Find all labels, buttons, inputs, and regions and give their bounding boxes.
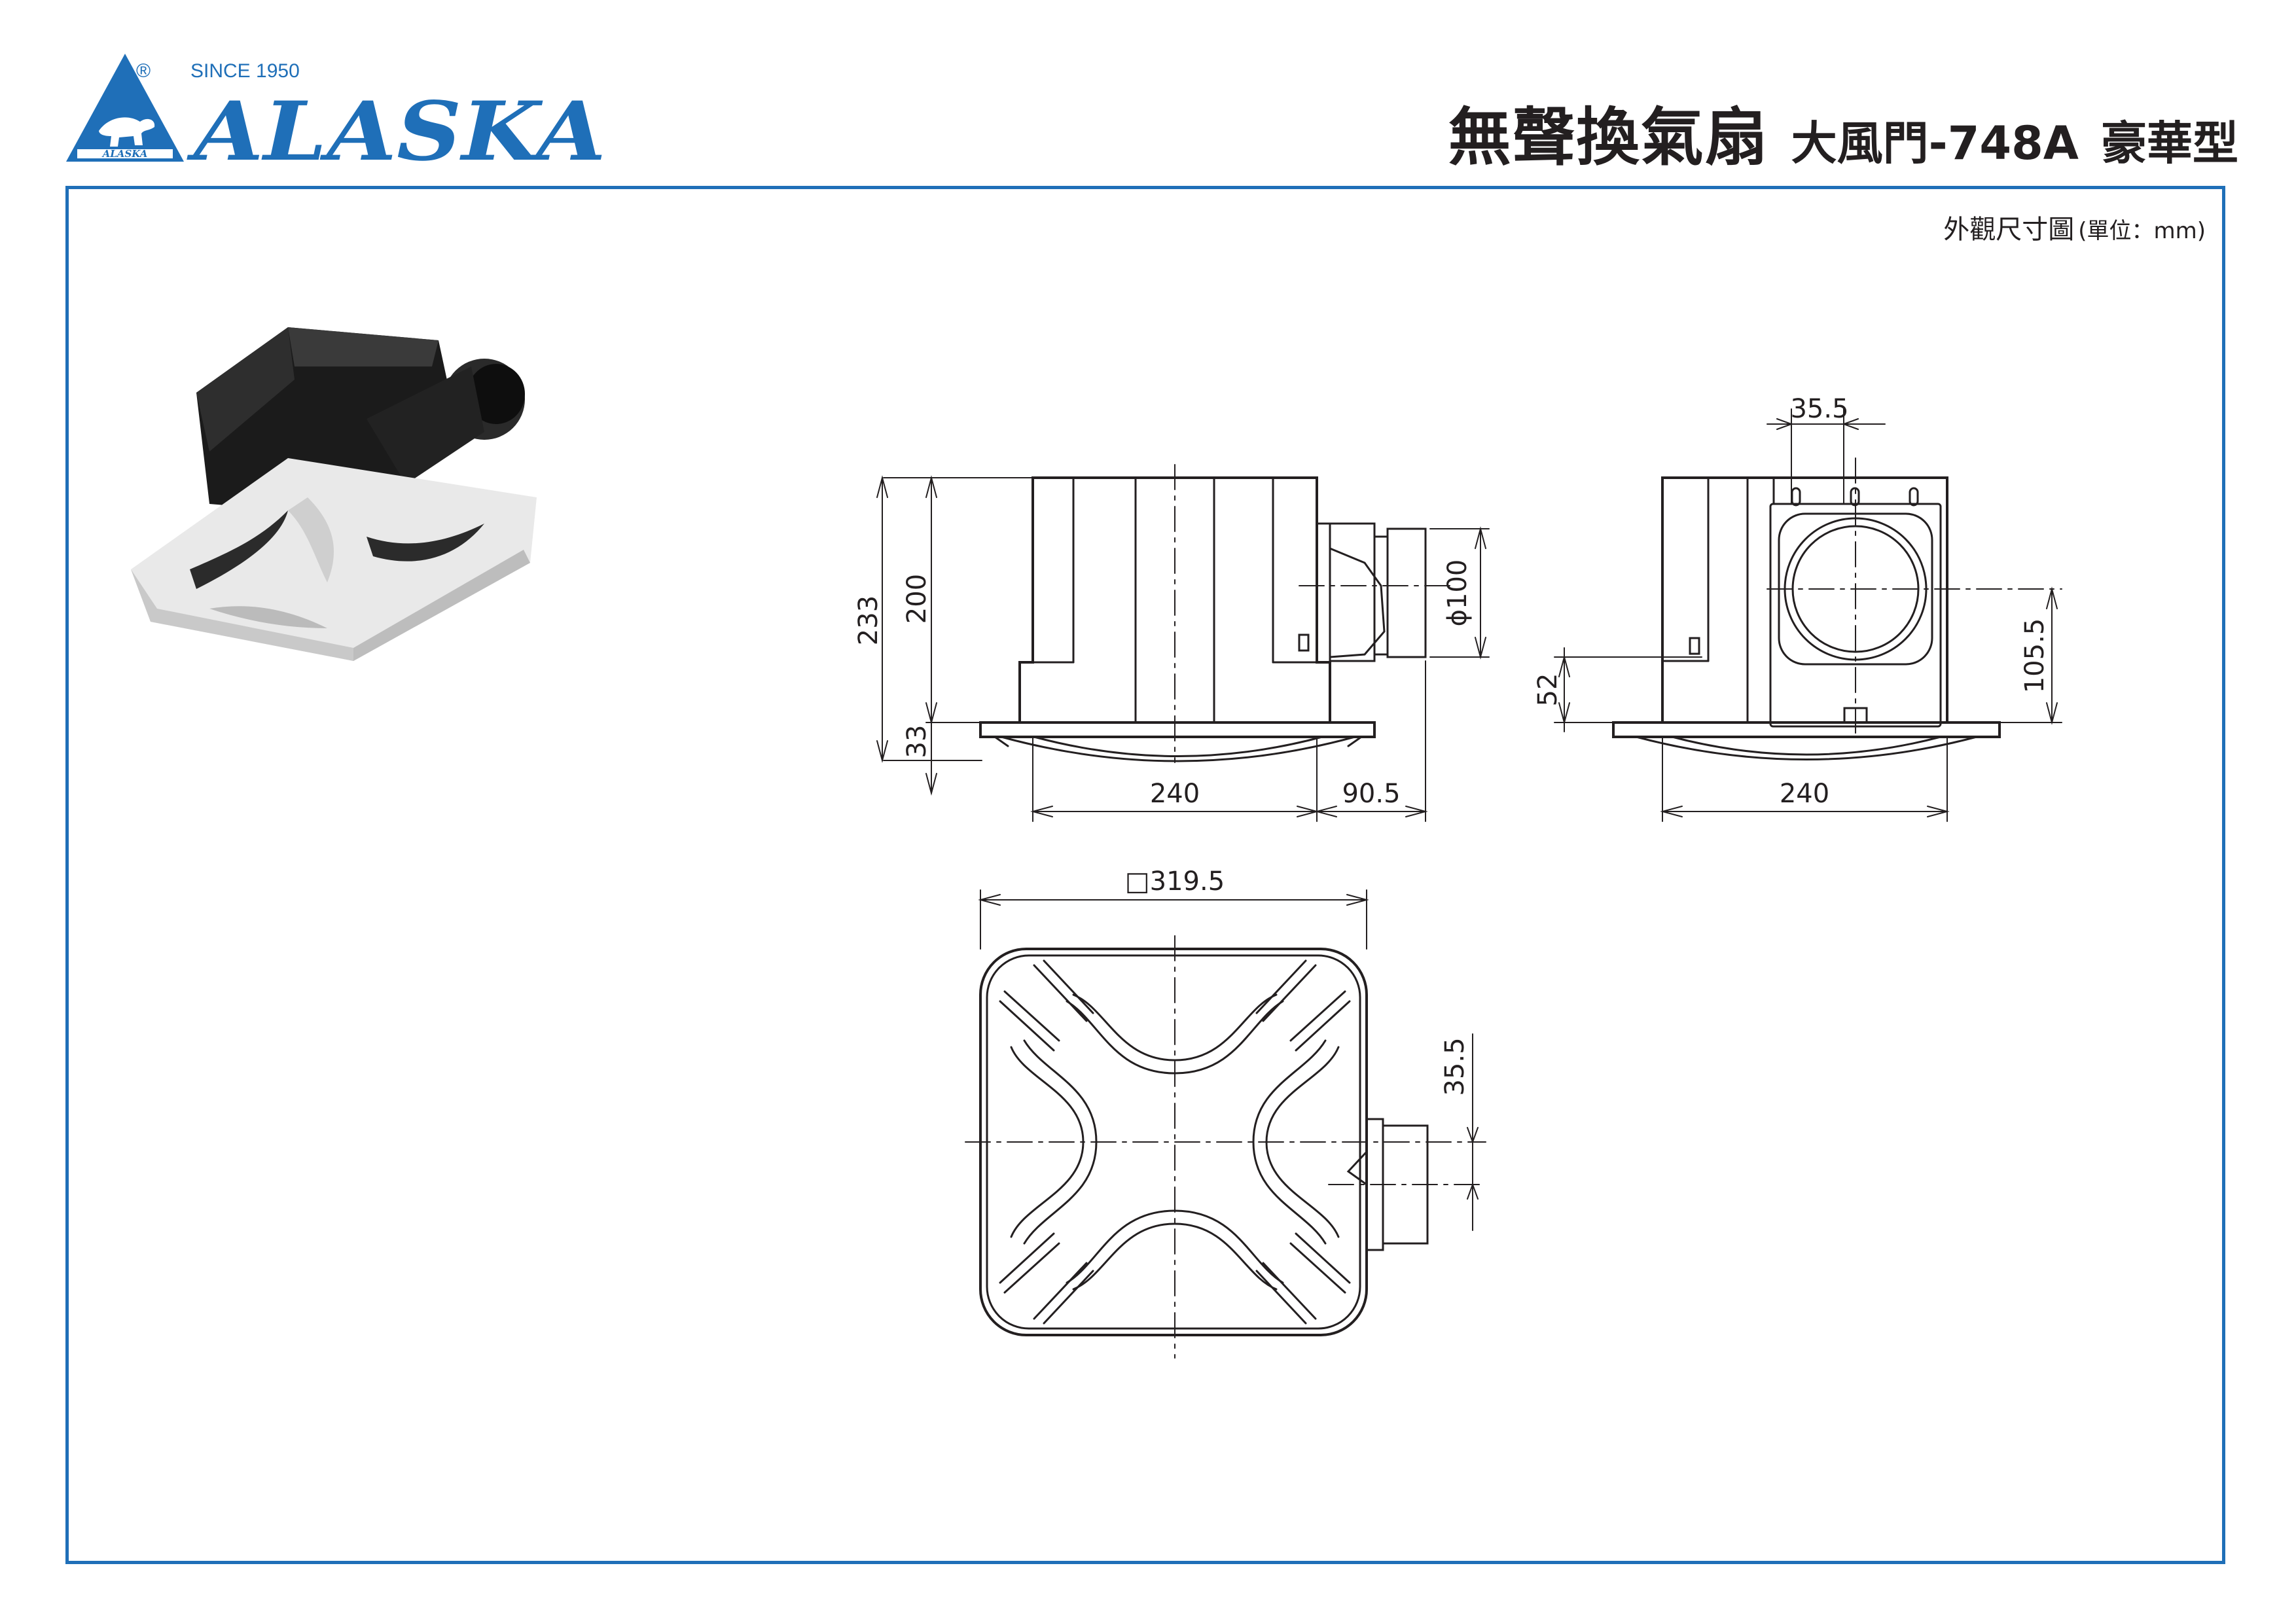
emblem-text: ALASKA bbox=[101, 148, 148, 160]
polar-bear-emblem-icon: ALASKA bbox=[66, 54, 184, 162]
dim-front-total-height: 233 bbox=[853, 596, 884, 645]
caption-label: 外觀尺寸圖 bbox=[1943, 215, 2075, 245]
dim-front-grille-height: 33 bbox=[902, 725, 932, 758]
dim-side-body-width: 240 bbox=[1780, 779, 1829, 809]
registered-mark: ® bbox=[136, 60, 151, 82]
alaska-logo: ALASKA ® SINCE 1950 ALASKA bbox=[66, 54, 606, 165]
dim-duct-projection: 90.5 bbox=[1342, 779, 1400, 809]
drawing-frame bbox=[65, 186, 2225, 1564]
dim-side-duct-offset: 35.5 bbox=[1790, 394, 1848, 424]
caption-unit: (單位：mm) bbox=[2078, 218, 2206, 244]
dim-front-body-height: 200 bbox=[902, 574, 932, 624]
dim-duct-diameter: ϕ100 bbox=[1443, 560, 1473, 627]
product-photo bbox=[131, 327, 537, 661]
dim-side-grille-to-duct: 52 bbox=[1533, 673, 1563, 707]
brand-name: ALASKA bbox=[187, 84, 606, 165]
dim-side-duct-center-height: 105.5 bbox=[2020, 618, 2050, 694]
dim-front-body-width: 240 bbox=[1150, 779, 1200, 809]
variant-name: 豪華型 bbox=[2101, 116, 2238, 170]
since-text: SINCE 1950 bbox=[190, 60, 300, 82]
side-view bbox=[1554, 408, 2062, 822]
plan-view bbox=[965, 889, 1486, 1359]
dim-plan-square-size: □319.5 bbox=[1125, 866, 1225, 897]
page-title: 無聲換氣扇 大風門-748A 豪華型 bbox=[1448, 86, 2238, 174]
product-title: 無聲換氣扇 bbox=[1448, 101, 1769, 174]
model-name: 大風門-748A bbox=[1791, 116, 2079, 170]
dim-plan-duct-offset: 35.5 bbox=[1440, 1037, 1470, 1096]
front-view bbox=[876, 464, 1490, 822]
dimension-caption: 外觀尺寸圖 (單位：mm) bbox=[1943, 208, 2206, 246]
